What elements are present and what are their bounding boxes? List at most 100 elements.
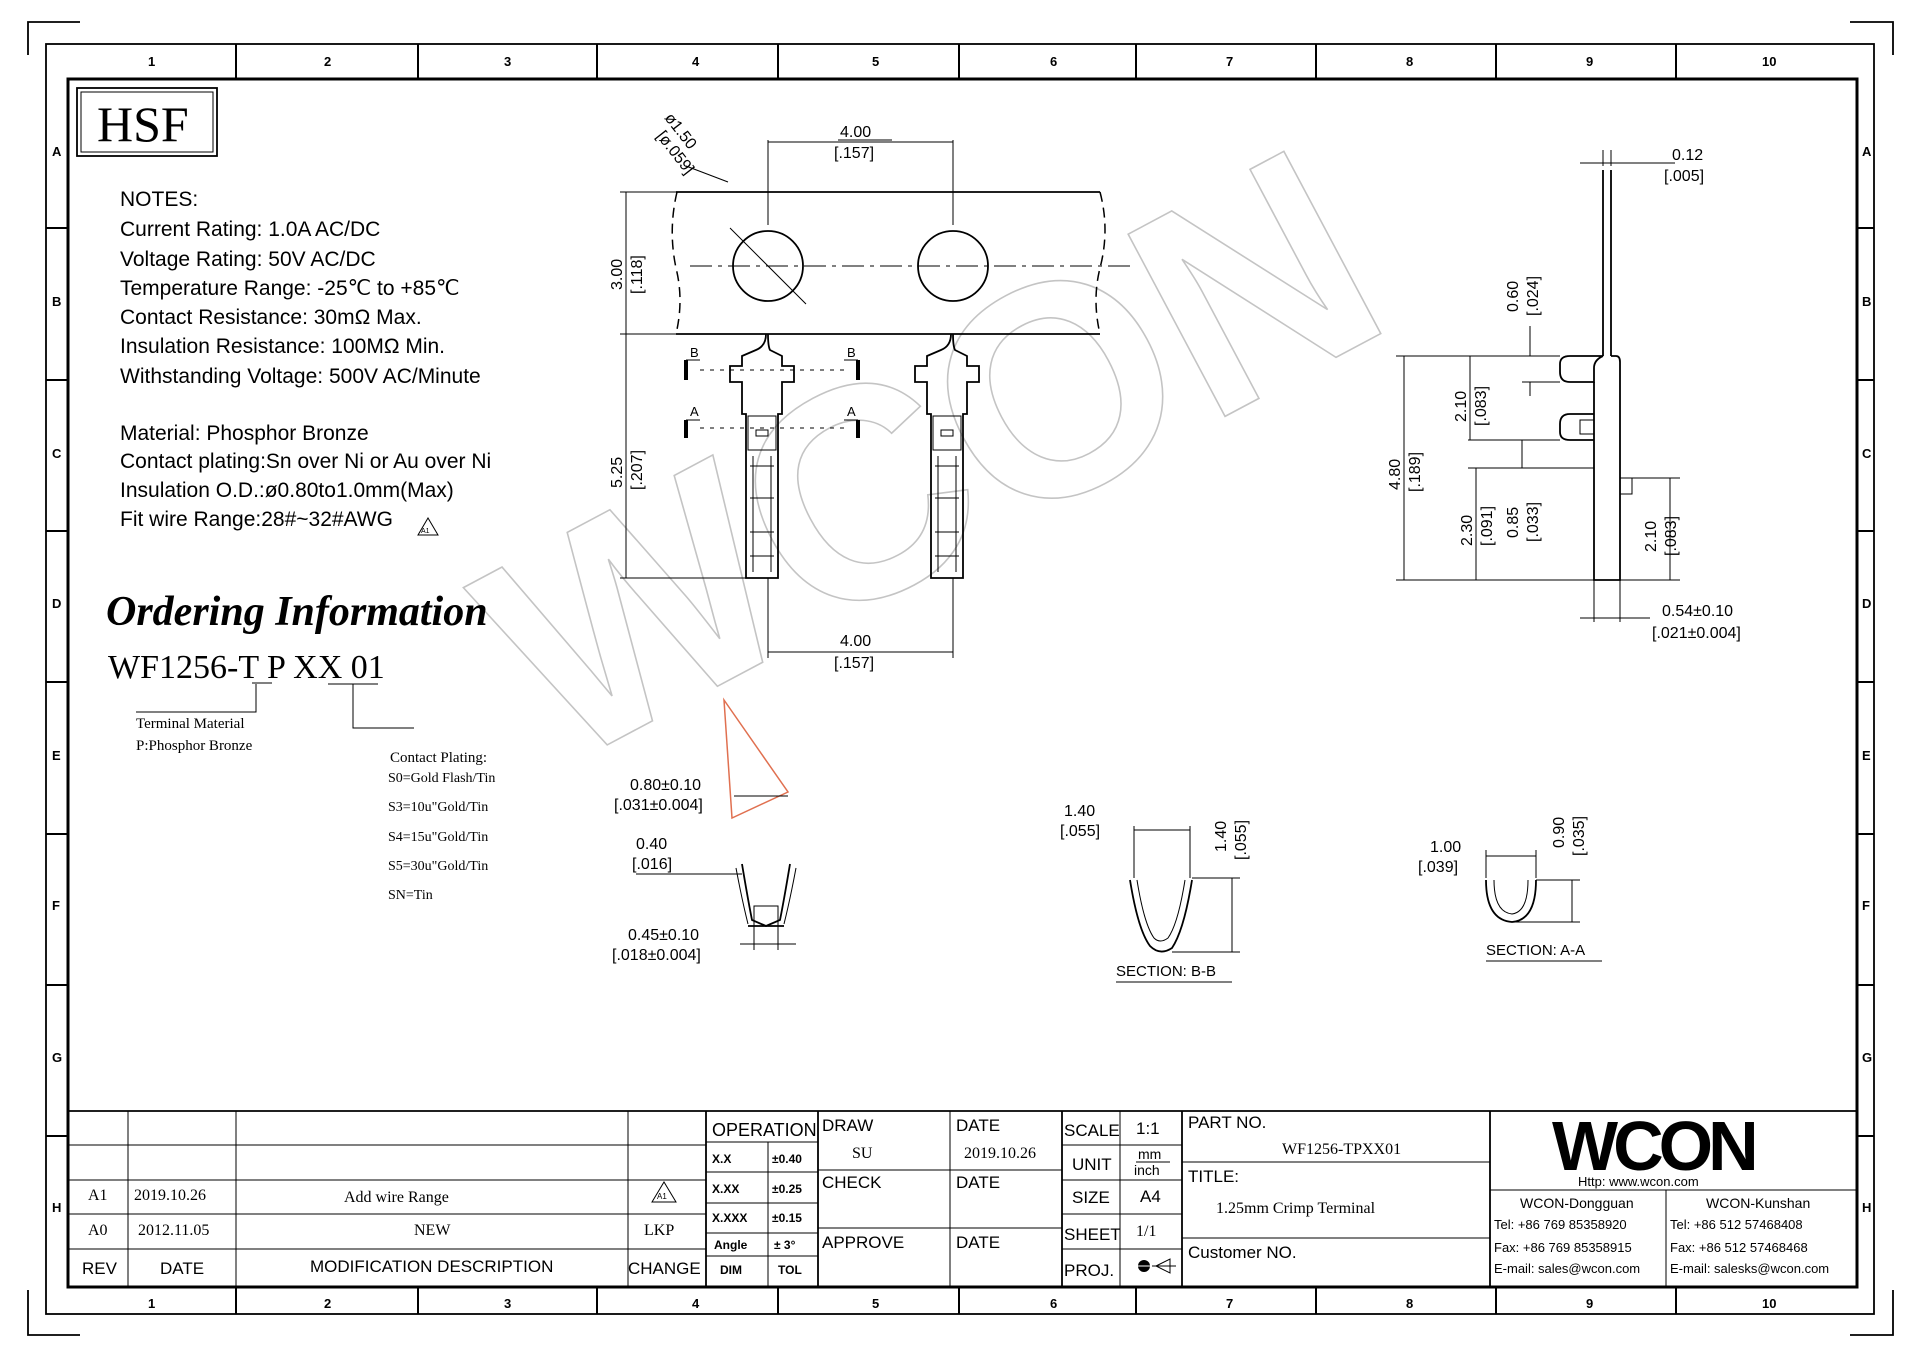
- note-line-8: Material: Phosphor Bronze: [120, 422, 369, 445]
- rev-1-code: A1: [88, 1187, 108, 1204]
- customer-label: Customer NO.: [1188, 1243, 1297, 1262]
- dim-0-85-in: [.033]: [1525, 502, 1542, 542]
- tol-col-label: TOL: [778, 1263, 802, 1277]
- zone-col-4: 4: [692, 54, 700, 69]
- zone-row-b: B: [52, 294, 61, 309]
- zone-col-2-bottom: 2: [324, 1296, 331, 1311]
- zone-row-d: D: [52, 596, 61, 611]
- note-line-9: Contact plating:Sn over Ni or Au over Ni: [120, 450, 491, 473]
- section-a-right: A: [847, 404, 856, 419]
- section-aa-label: SECTION: A-A: [1486, 942, 1585, 959]
- code-prefix: WF1256-: [108, 649, 238, 686]
- dim-bb-width-in: [.055]: [1060, 823, 1100, 840]
- plating-title: Contact Plating:: [390, 750, 487, 766]
- zone-col-9: 9: [1586, 54, 1593, 69]
- note-line-5: Insulation Resistance: 100MΩ Min.: [120, 335, 445, 358]
- dim-2-10-lower: 2.10: [1643, 521, 1660, 552]
- rev-1-desc: Add wire Range: [344, 1189, 449, 1206]
- top-view: B B A A 4.00 [.157] 4.00 [.157] 3.00 [.1…: [609, 110, 1130, 672]
- note-line-2: Voltage Rating: 50V AC/DC: [120, 248, 376, 271]
- dim-bb-height: 1.40: [1213, 821, 1230, 852]
- tol-dim-3: X.XXX: [712, 1211, 747, 1225]
- material-value: P:Phosphor Bronze: [136, 738, 253, 754]
- kunshan-name: WCON-Kunshan: [1706, 1195, 1810, 1211]
- zone-col-9-bottom: 9: [1586, 1296, 1593, 1311]
- rev-flag-note: A1: [421, 528, 430, 535]
- plating-s3: S3=10u"Gold/Tin: [388, 800, 488, 815]
- terminal-2: [914, 333, 980, 579]
- kunshan-tel: Tel: +86 512 57468408: [1670, 1217, 1803, 1232]
- dim-pitch-bottom-in: [.157]: [834, 655, 874, 672]
- ordering-code: WF1256-T P XX 01: [108, 649, 385, 686]
- dongguan-fax: Fax: +86 769 85358915: [1494, 1240, 1632, 1255]
- scale-label: SCALE: [1064, 1121, 1120, 1140]
- ordering-title: Ordering Information: [106, 589, 488, 635]
- draw-date-label: DATE: [956, 1116, 1000, 1135]
- note-line-1: Current Rating: 1.0A AC/DC: [120, 218, 380, 241]
- zone-labels: 1 2 3 4 5 6 7 8 9 10 1 2 3 4 5 6 7 8 9 1…: [52, 54, 1872, 1311]
- section-bb-label: SECTION: B-B: [1116, 963, 1216, 980]
- plating-s4: S4=15u"Gold/Tin: [388, 830, 488, 845]
- plating-sn: SN=Tin: [388, 888, 433, 903]
- dongguan-tel: Tel: +86 769 85358920: [1494, 1217, 1627, 1232]
- wcon-logo: WCON: [1552, 1107, 1754, 1185]
- operation-label: OPERATION: [712, 1120, 817, 1140]
- material-label: Terminal Material: [136, 716, 245, 732]
- tol-dim-1: X.X: [712, 1152, 731, 1166]
- dim-carrier-height: 3.00: [609, 259, 626, 290]
- dim-0-60-in: [.024]: [1525, 276, 1542, 316]
- check-label: CHECK: [822, 1173, 882, 1192]
- projection-symbol: [1134, 1258, 1176, 1274]
- dim-aa-height: 0.90: [1551, 817, 1568, 848]
- size-value: A4: [1140, 1187, 1161, 1206]
- dim-4-80-in: [.189]: [1407, 452, 1424, 492]
- zone-col-8: 8: [1406, 54, 1413, 69]
- zone-row-d-right: D: [1862, 596, 1871, 611]
- dim-aa-width: 1.00: [1430, 839, 1461, 856]
- section-a-a: 1.00 [.039] 0.90 [.035] SECTION: A-A: [1418, 816, 1602, 962]
- dim-terminal-length-in: [.207]: [629, 450, 646, 490]
- side-view: 0.12 [.005] 0.60 [.024] 2.10 [.083] 4.80…: [1387, 147, 1741, 642]
- dim-2-10-upper: 2.10: [1453, 391, 1470, 422]
- plating-s5: S5=30u"Gold/Tin: [388, 859, 488, 874]
- zone-row-g-right: G: [1862, 1050, 1872, 1065]
- zone-col-4-bottom: 4: [692, 1296, 700, 1311]
- section-b-right: B: [847, 345, 856, 360]
- rev-1-change: A1: [657, 1192, 667, 1201]
- corner-marks: [27, 21, 1894, 1336]
- zone-col-2: 2: [324, 54, 331, 69]
- draw-value: SU: [852, 1145, 873, 1162]
- zone-col-5: 5: [872, 54, 879, 69]
- zone-col-7: 7: [1226, 54, 1233, 69]
- zone-ticks: [46, 44, 1874, 1314]
- dim-col-label: DIM: [720, 1263, 742, 1277]
- unit-mm: mm: [1138, 1146, 1161, 1162]
- rev-1-date: 2019.10.26: [134, 1187, 206, 1204]
- terminal-1: [729, 333, 795, 579]
- code-plating: XX: [293, 649, 342, 686]
- rev-2-code: A0: [88, 1222, 108, 1239]
- dim-0-45-in: [.018±0.004]: [612, 947, 701, 964]
- note-line-3: Temperature Range: -25℃ to +85℃: [120, 277, 460, 300]
- dim-pitch-top: 4.00: [840, 124, 871, 141]
- dim-0-80: 0.80±0.10: [630, 777, 701, 794]
- date-header: DATE: [160, 1259, 204, 1278]
- kunshan-email: E-mail: salesks@wcon.com: [1670, 1261, 1829, 1276]
- unit-label: UNIT: [1072, 1155, 1112, 1174]
- unit-inch: inch: [1134, 1162, 1160, 1178]
- approve-date-label: DATE: [956, 1233, 1000, 1252]
- zone-row-c-right: C: [1862, 446, 1872, 461]
- zone-col-6-bottom: 6: [1050, 1296, 1057, 1311]
- notes-block: NOTES: Current Rating: 1.0A AC/DC Voltag…: [120, 188, 491, 536]
- zone-row-h: H: [52, 1200, 61, 1215]
- rev-header: REV: [82, 1259, 118, 1278]
- code-material: P: [258, 649, 293, 686]
- zone-row-f: F: [52, 898, 60, 913]
- dim-0-40-in: [.016]: [632, 856, 672, 873]
- zone-row-h-right: H: [1862, 1200, 1871, 1215]
- draw-date: 2019.10.26: [964, 1145, 1036, 1162]
- dim-aa-height-in: [.035]: [1571, 816, 1588, 856]
- dim-bb-width: 1.40: [1064, 803, 1095, 820]
- dim-pitch-bottom: 4.00: [840, 633, 871, 650]
